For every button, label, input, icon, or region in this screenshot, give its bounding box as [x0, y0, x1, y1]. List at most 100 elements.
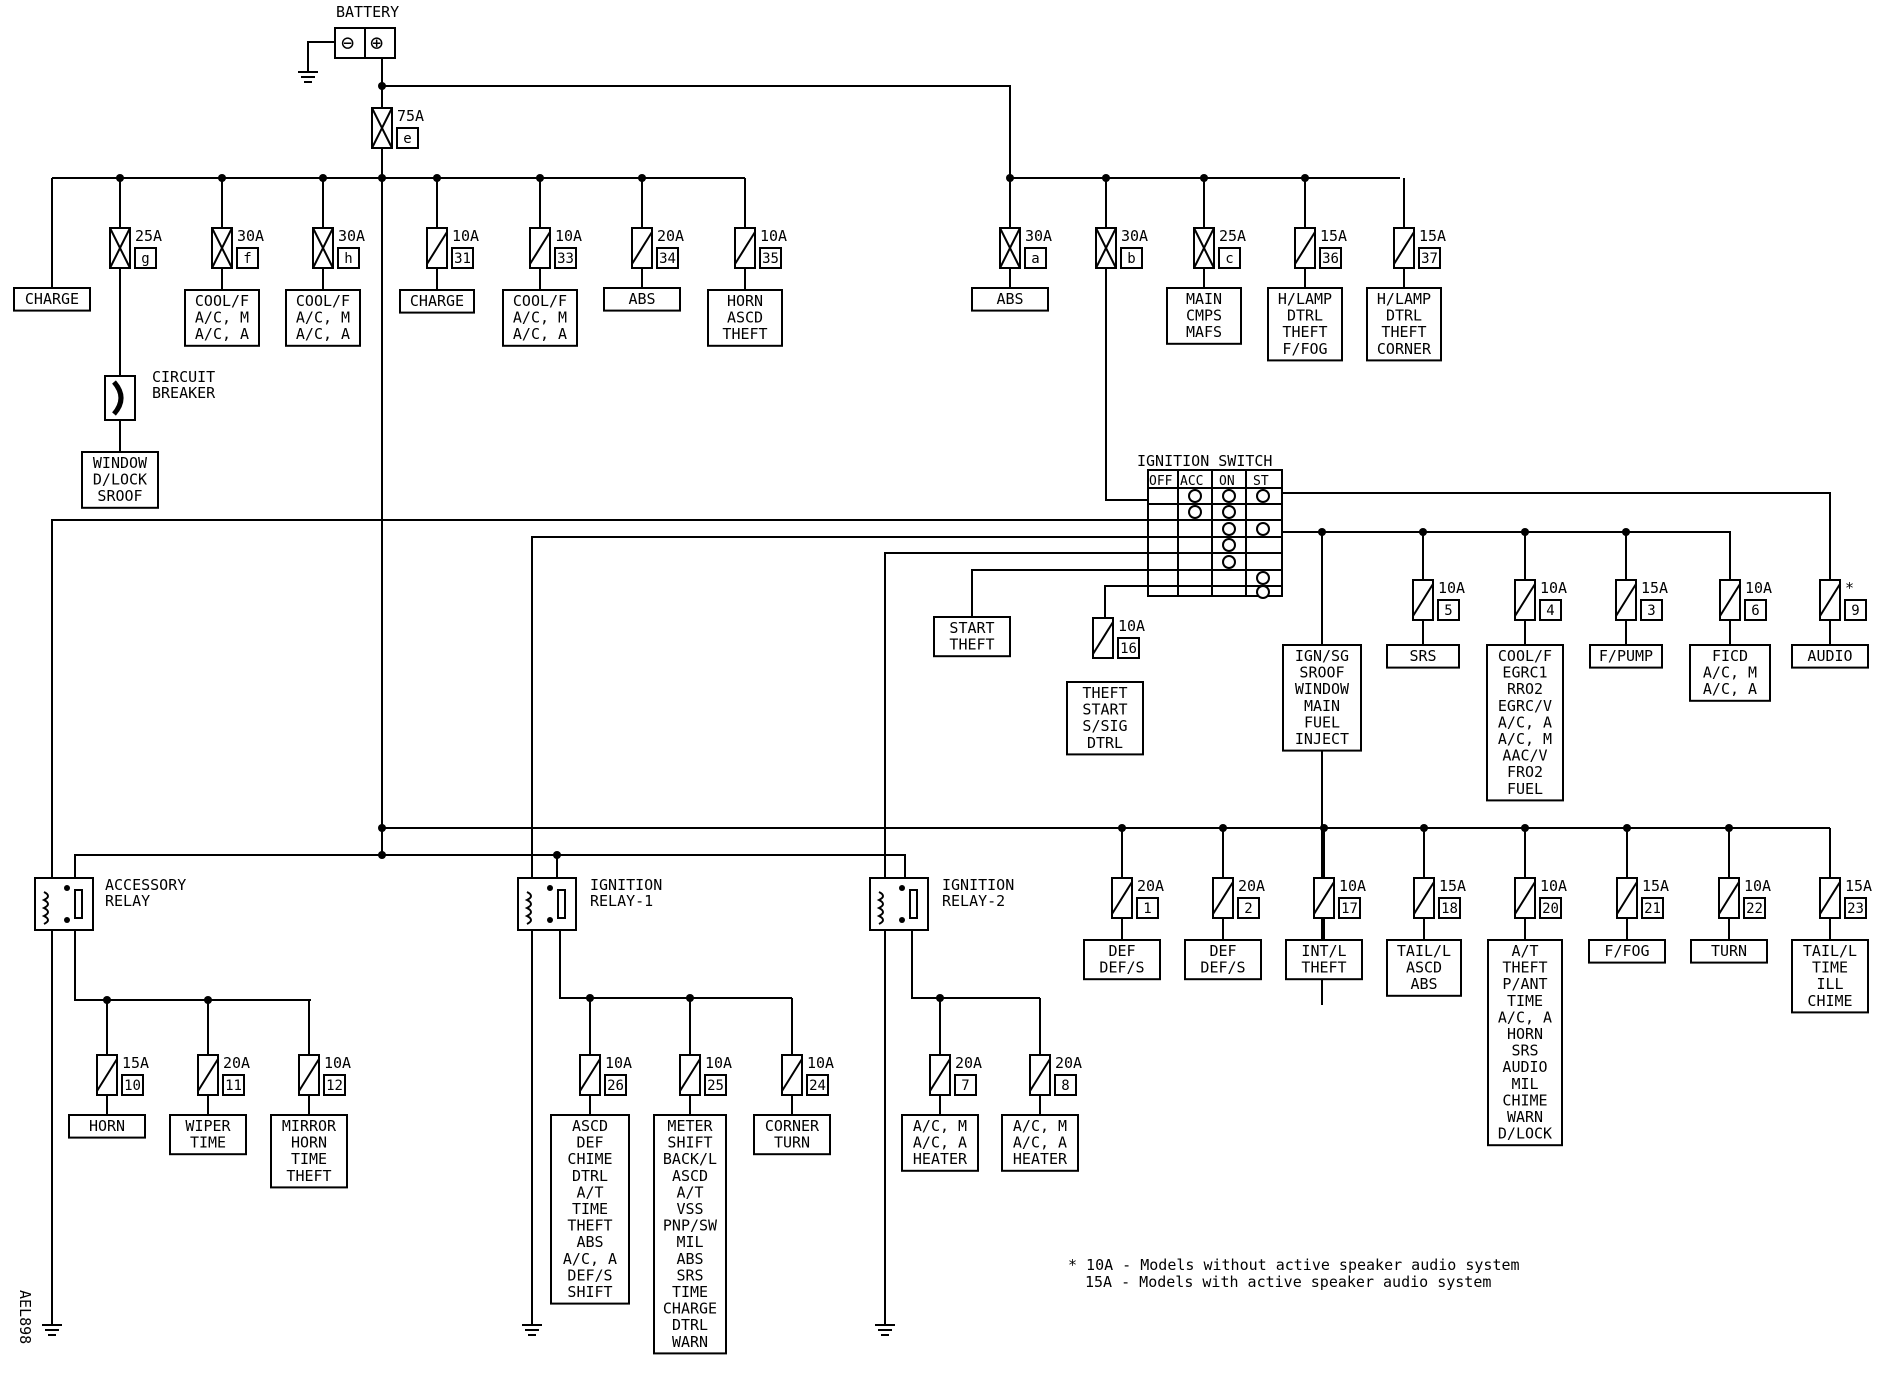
load-label: EGRC/V: [1498, 697, 1552, 715]
fuse-5-rating: 10A: [1438, 579, 1465, 597]
load-label: SRS: [1511, 1042, 1538, 1060]
fuse-36-rating: 15A: [1320, 227, 1347, 245]
fuse-10-id: 10: [124, 1078, 141, 1094]
load-label: DTRL: [672, 1316, 708, 1334]
load-label: A/C, A: [1013, 1134, 1067, 1152]
load-label: A/C, M: [513, 309, 567, 327]
switch-position-st: ST: [1253, 474, 1269, 489]
load-label: WARN: [672, 1333, 708, 1351]
fuse-18-rating: 15A: [1439, 877, 1466, 895]
fuse-16-rating: 10A: [1118, 617, 1145, 635]
fuse-g-id: g: [141, 251, 149, 267]
circuit-breaker: CIRCUIT BREAKER: [104, 368, 216, 421]
load-label: VSS: [676, 1200, 703, 1218]
fuse-24-id: 24: [809, 1078, 826, 1094]
fuse-a-id: a: [1031, 251, 1039, 267]
load-label: WIPER: [185, 1117, 231, 1135]
load-label: CHARGE: [410, 292, 464, 310]
components: 75Ae25Ag30Af30Ah10A3110A3320A3410A3530Aa…: [13, 107, 1872, 1355]
load-label: DTRL: [572, 1167, 608, 1185]
junction-dots: [103, 82, 1733, 1004]
fuse-12-id: 12: [326, 1078, 343, 1094]
load-label: RRO2: [1507, 680, 1543, 698]
load-label: THEFT: [286, 1167, 331, 1185]
load-label: SROOF: [1299, 664, 1344, 682]
load-label: FUEL: [1507, 780, 1543, 798]
fuse-7-id: 7: [961, 1078, 969, 1094]
fuse-c: 25A c: [1193, 227, 1246, 269]
fuse-35-id: 35: [762, 251, 779, 267]
load-label: H/LAMP: [1278, 290, 1332, 308]
relay-label: IGNITION: [590, 876, 662, 894]
fuse-12-rating: 10A: [324, 1054, 351, 1072]
load-label: A/C, A: [1498, 1008, 1552, 1026]
load-label: A/C, A: [296, 325, 350, 343]
fuse-11-id: 11: [225, 1078, 242, 1094]
fuse-c-rating: 25A: [1219, 227, 1246, 245]
load-box: TURN: [1690, 939, 1768, 964]
load-label: ABS: [996, 290, 1023, 308]
load-label: ASCD: [727, 309, 763, 327]
relay-label: RELAY-1: [590, 892, 653, 910]
fuse-c-id: c: [1225, 251, 1233, 267]
load-label: CMPS: [1186, 307, 1222, 325]
load-label: DTRL: [1386, 307, 1422, 325]
fuse-36-id: 36: [1322, 251, 1339, 267]
load-label: DEF: [1108, 942, 1135, 960]
load-label: A/C, A: [563, 1250, 617, 1268]
load-label: CHIME: [1807, 992, 1852, 1010]
load-label: DEF/S: [567, 1266, 612, 1284]
fuse-9-rating: *: [1845, 579, 1854, 597]
load-label: A/C, A: [1703, 680, 1757, 698]
fuse-33-id: 33: [557, 251, 574, 267]
load-box: ABS: [603, 287, 681, 312]
load-label: SHIFT: [567, 1283, 612, 1301]
load-label: F/PUMP: [1599, 647, 1653, 665]
fuse-26-rating: 10A: [605, 1054, 632, 1072]
load-label: HORN: [89, 1117, 125, 1135]
load-label: THEFT: [1282, 323, 1327, 341]
battery: BATTERY ⊖ ⊕: [334, 3, 399, 59]
load-label: A/T: [676, 1183, 703, 1201]
note-line-1: * 10A - Models without active speaker au…: [1068, 1256, 1520, 1274]
switch-position-on: ON: [1219, 474, 1235, 489]
load-label: DEF: [1209, 942, 1236, 960]
load-box: F/FOG: [1588, 939, 1666, 964]
fuse-31-rating: 10A: [452, 227, 479, 245]
load-label: TIME: [572, 1200, 608, 1218]
fuse-17-id: 17: [1341, 901, 1358, 917]
fuse-37-id: 37: [1421, 251, 1438, 267]
load-box: CHARGE: [13, 287, 91, 312]
load-label: CHIME: [1502, 1091, 1547, 1109]
load-label: ABS: [576, 1233, 603, 1251]
load-label: CHARGE: [25, 290, 79, 308]
fuse-10-rating: 15A: [122, 1054, 149, 1072]
fuse-34-id: 34: [659, 251, 676, 267]
load-box: COOL/FA/C, MA/C, A: [184, 289, 260, 347]
fuse-b-id: b: [1127, 251, 1135, 267]
load-label: SHIFT: [667, 1134, 712, 1152]
load-label: TAIL/L: [1803, 942, 1857, 960]
fuse-2-id: 2: [1244, 901, 1252, 917]
fuse-22-id: 22: [1746, 901, 1763, 917]
